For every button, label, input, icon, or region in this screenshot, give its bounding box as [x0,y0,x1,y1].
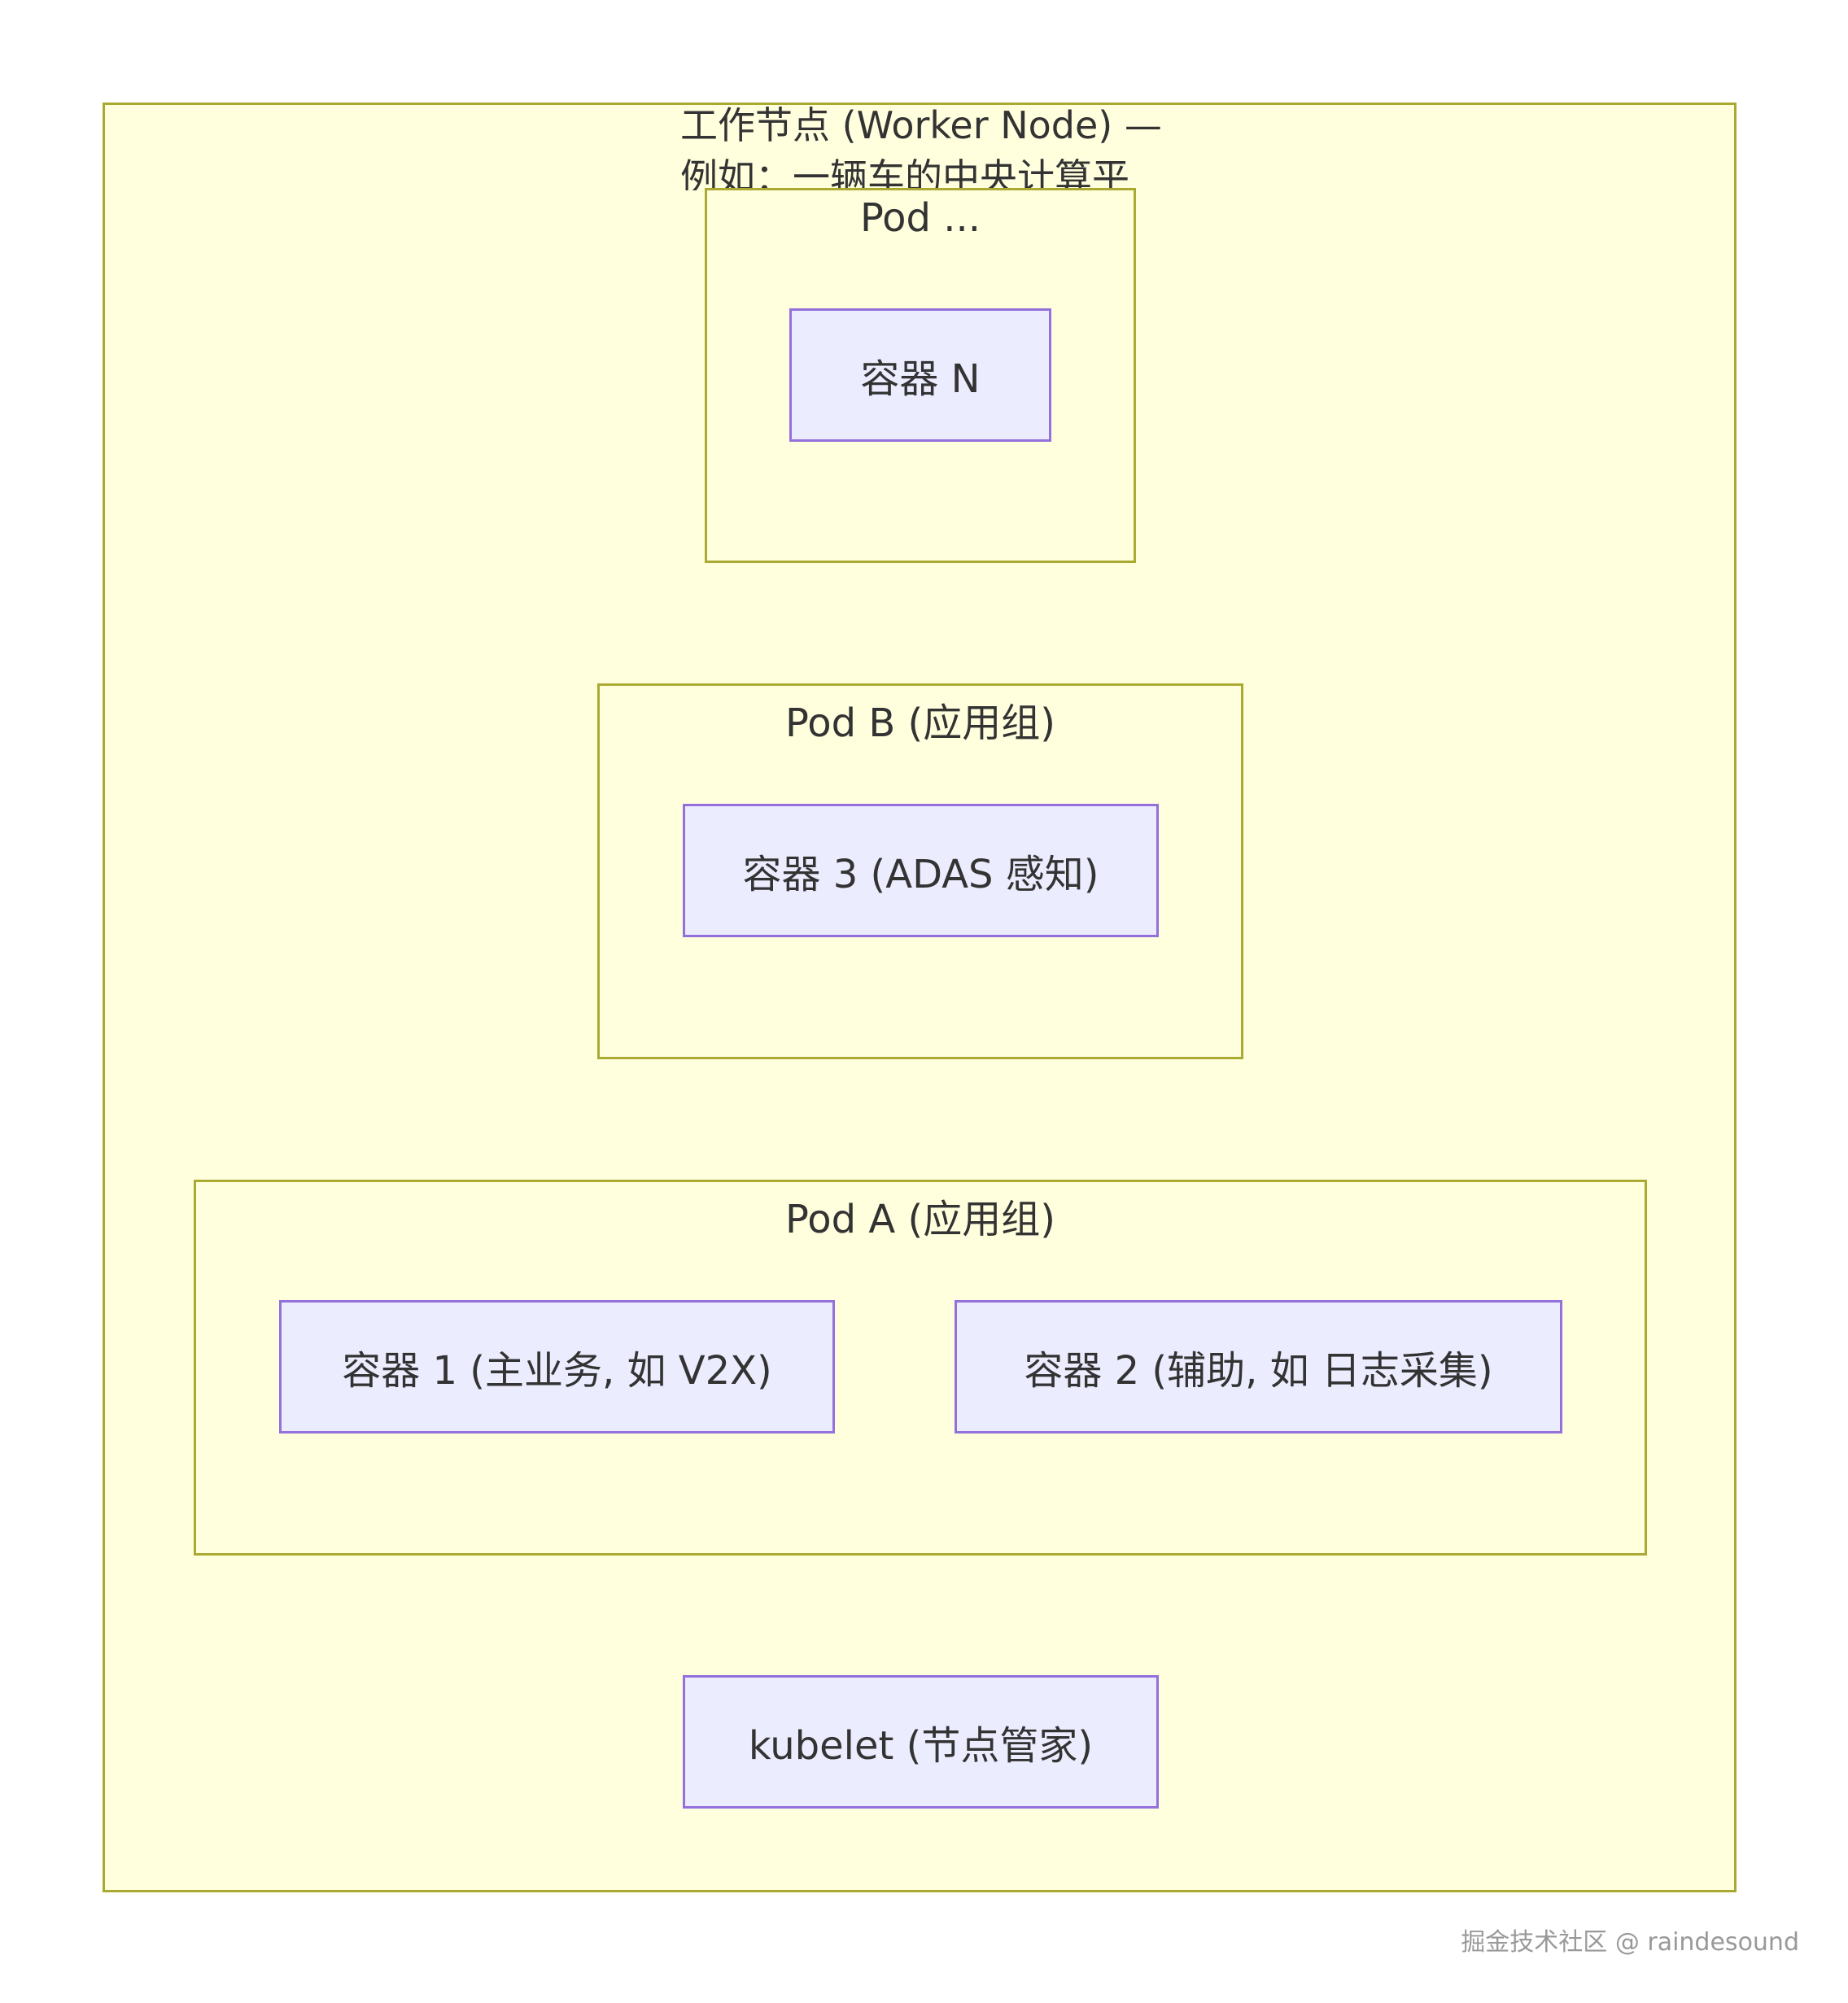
watermark: 掘金技术社区 @ raindesound [1461,1928,1799,1957]
pod-b-title: Pod B (应用组) [785,700,1055,746]
container-3-node: 容器 3 (ADAS 感知) [683,804,1159,937]
container-1-node: 容器 1 (主业务, 如 V2X) [279,1300,835,1434]
worker-node-title-line2: 例如：一辆车的中央计算平 [680,155,1129,190]
pod-a-title: Pod A (应用组) [785,1197,1055,1242]
worker-node-title-line1: 工作节点 (Worker Node) — [680,103,1162,147]
container-n-node: 容器 N [789,308,1051,442]
worker-node-title: 工作节点 (Worker Node) — 例如：一辆车的中央计算平 [680,99,1185,190]
container-2-node: 容器 2 (辅助, 如 日志采集) [955,1300,1562,1434]
pod-n-title: Pod ... [859,195,981,241]
kubelet-node: kubelet (节点管家) [683,1675,1159,1809]
